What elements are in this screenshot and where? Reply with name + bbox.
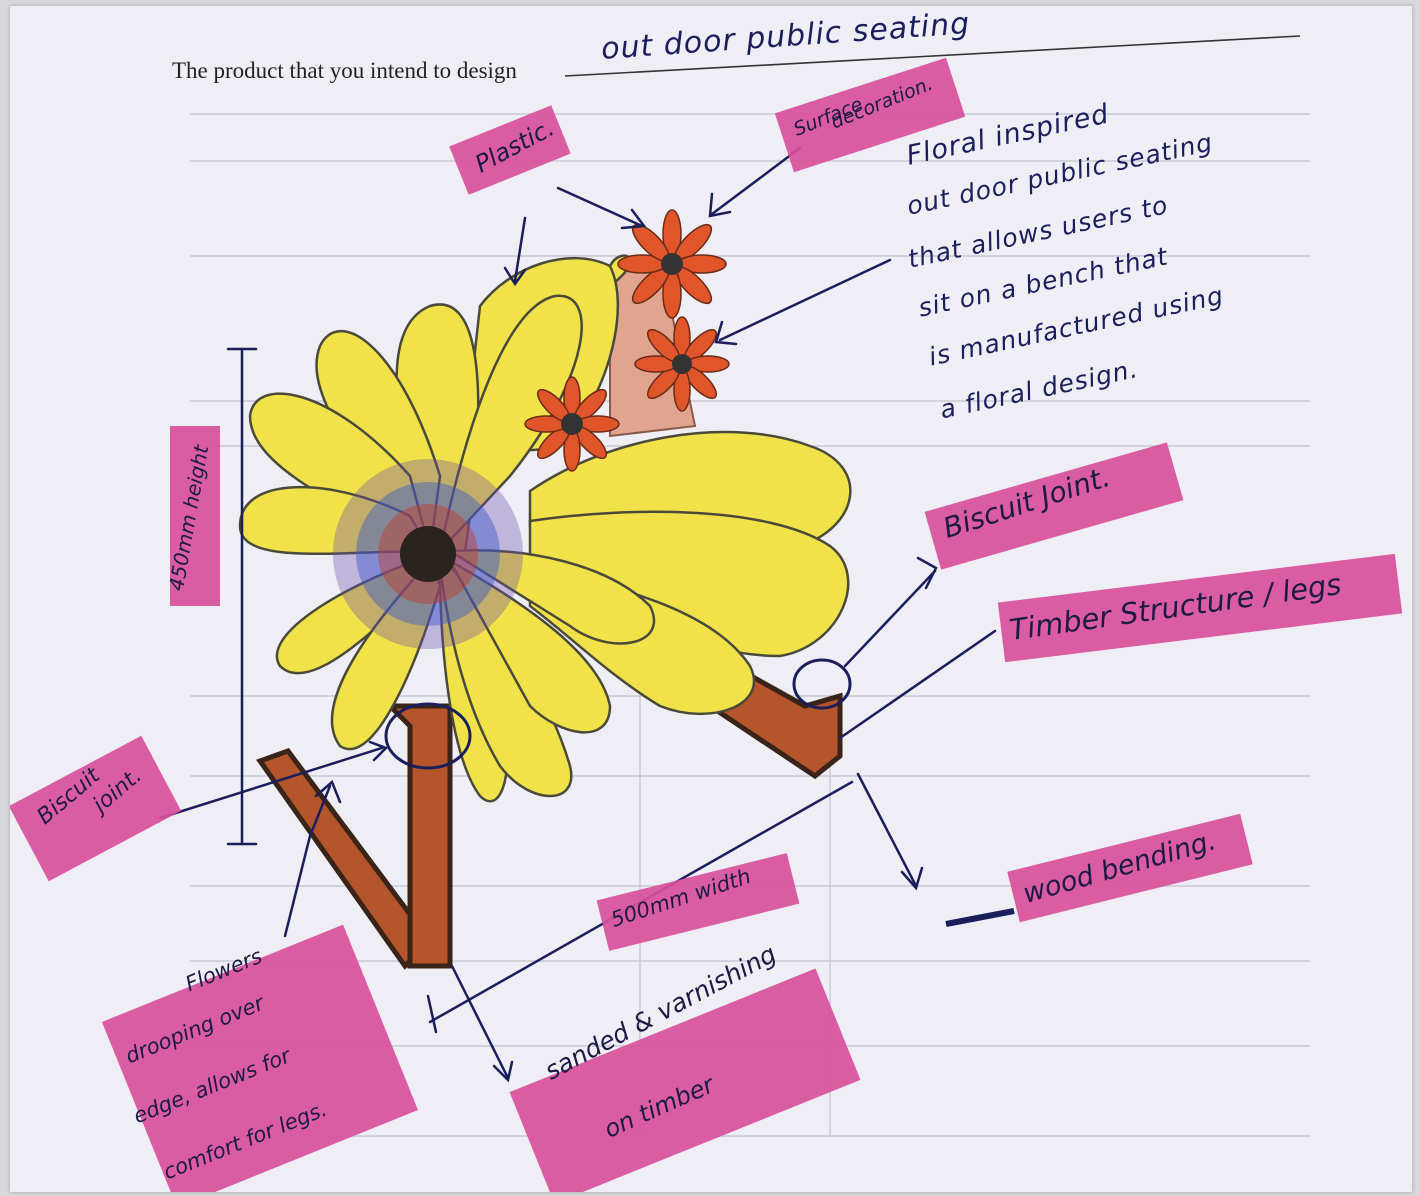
decoration-flower-3 [525,377,619,471]
description-line: a floral design. [937,354,1140,424]
worksheet-page: The product that you intend to design [10,6,1412,1192]
flower-center [333,459,523,649]
scribble-mark [946,911,1014,924]
decoration-flower-2 [635,317,729,411]
